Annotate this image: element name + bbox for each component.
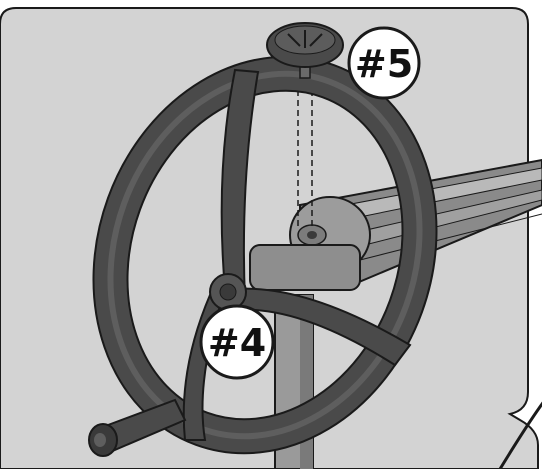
callout-4-label: #4 xyxy=(208,321,266,365)
callout-4: #4 xyxy=(199,304,275,380)
callout-5-label: #5 xyxy=(355,42,413,86)
hub-end-cap xyxy=(249,196,371,291)
crank-handle xyxy=(88,398,187,457)
alignment-guide-lines xyxy=(297,70,313,228)
handwheel xyxy=(92,55,438,455)
callout-5: #5 xyxy=(347,26,421,100)
knob xyxy=(266,22,344,79)
